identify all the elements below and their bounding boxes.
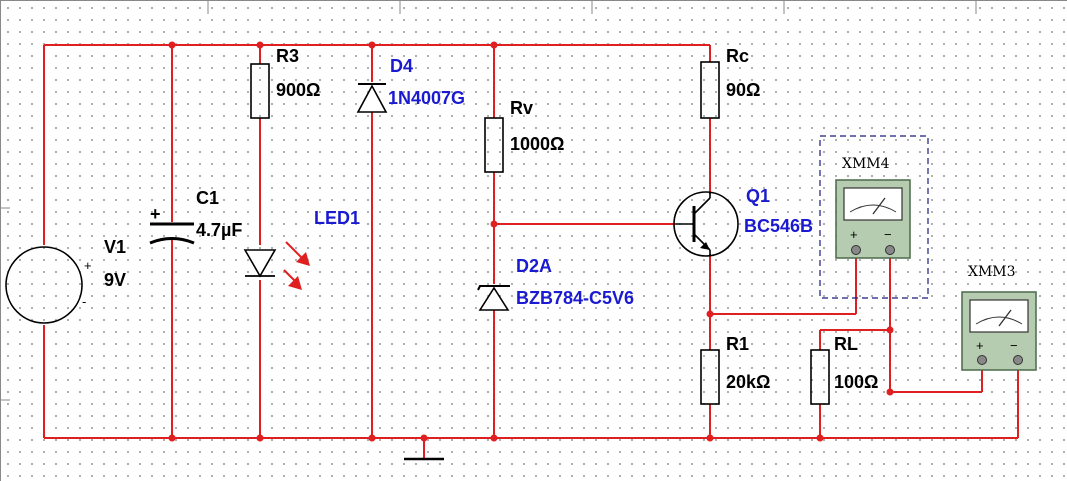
resistor-rv[interactable]: Rv 1000Ω bbox=[484, 98, 564, 173]
capacitor-c1[interactable]: + C1 4.7µF bbox=[149, 188, 242, 245]
wires bbox=[43, 44, 1019, 458]
rv-value-label: 1000Ω bbox=[510, 134, 564, 154]
transistor-q1[interactable]: Q1 BC546B bbox=[673, 186, 813, 257]
q1-value-label: BC546B bbox=[744, 216, 813, 236]
v1-minus-sign: - bbox=[82, 294, 86, 309]
v1-ref-label: V1 bbox=[104, 237, 126, 257]
rl-value-label: 100Ω bbox=[834, 372, 878, 392]
c1-plus-sign: + bbox=[150, 204, 161, 224]
resistor-rl[interactable]: RL 100Ω bbox=[810, 334, 878, 405]
led-arrow-icon bbox=[283, 241, 310, 290]
xmm4-ref-label: XMM4 bbox=[842, 156, 890, 172]
rc-value-label: 90Ω bbox=[726, 80, 760, 100]
d2a-value-label: BZB784-C5V6 bbox=[516, 288, 634, 308]
v1-value-label: 9V bbox=[104, 270, 126, 290]
r3-ref-label: R3 bbox=[276, 46, 299, 66]
xmm3-ref-label: XMM3 bbox=[968, 264, 1016, 280]
diode-d4[interactable]: D4 1N4007G bbox=[356, 56, 465, 113]
r1-ref-label: R1 bbox=[726, 334, 749, 354]
multimeter-xmm3[interactable]: XMM3 + − bbox=[961, 264, 1037, 371]
xmm3-minus-terminal[interactable] bbox=[1013, 355, 1023, 365]
zener-diode-d2a[interactable]: D2A BZB784-C5V6 bbox=[477, 256, 634, 311]
xmm3-minus-label: − bbox=[1010, 338, 1018, 353]
xmm4-plus-label: + bbox=[850, 227, 858, 242]
q1-ref-label: Q1 bbox=[746, 186, 770, 206]
r3-value-label: 900Ω bbox=[276, 80, 320, 100]
resistor-r3[interactable]: R3 900Ω bbox=[250, 46, 320, 119]
voltage-source-v1[interactable]: + - V1 9V bbox=[5, 237, 126, 324]
rv-ref-label: Rv bbox=[510, 98, 533, 118]
d2a-ref-label: D2A bbox=[516, 256, 552, 276]
d4-value-label: 1N4007G bbox=[388, 88, 465, 108]
led-led1[interactable]: LED1 bbox=[243, 208, 360, 290]
r1-value-label: 20kΩ bbox=[726, 372, 770, 392]
xmm4-minus-label: − bbox=[884, 227, 892, 242]
rc-ref-label: Rc bbox=[726, 46, 749, 66]
d4-ref-label: D4 bbox=[390, 56, 413, 76]
xmm3-plus-terminal[interactable] bbox=[977, 355, 987, 365]
rl-ref-label: RL bbox=[834, 334, 858, 354]
c1-ref-label: C1 bbox=[196, 188, 219, 208]
xmm3-plus-label: + bbox=[976, 338, 984, 353]
v1-plus-sign: + bbox=[84, 258, 92, 273]
xmm4-plus-terminal[interactable] bbox=[851, 245, 861, 255]
resistor-rc[interactable]: Rc 90Ω bbox=[700, 46, 760, 119]
resistor-r1[interactable]: R1 20kΩ bbox=[700, 334, 770, 405]
xmm4-selection-box bbox=[819, 135, 929, 299]
c1-value-label: 4.7µF bbox=[196, 220, 242, 240]
junction-dots bbox=[168, 41, 894, 442]
xmm4-minus-terminal[interactable] bbox=[885, 245, 895, 255]
led1-ref-label: LED1 bbox=[314, 208, 360, 228]
multimeter-xmm4[interactable]: XMM4 + − bbox=[819, 135, 929, 299]
